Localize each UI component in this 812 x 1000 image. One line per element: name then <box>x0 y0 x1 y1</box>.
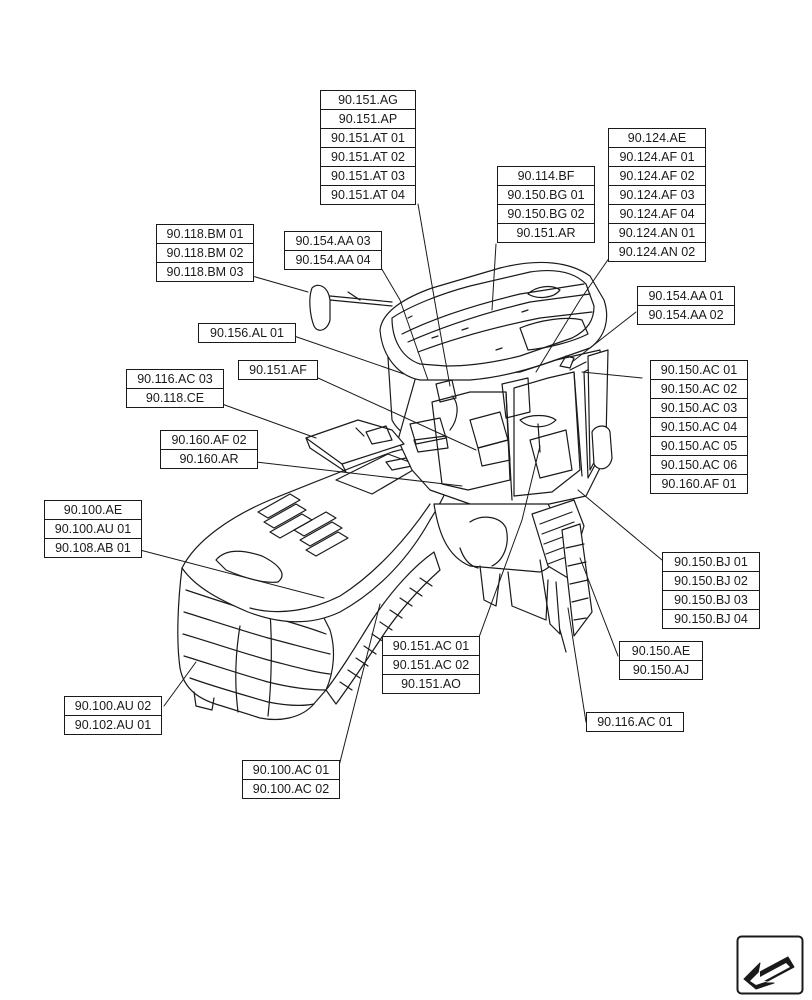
part-ref[interactable]: 90.114.BF <box>498 167 594 186</box>
part-ref[interactable]: 90.124.AN 02 <box>618 245 696 259</box>
part-ref[interactable]: 90.154.AA 03 <box>285 232 381 251</box>
part-ref[interactable]: 90.118.BM 02 <box>157 244 253 263</box>
part-ref[interactable]: 90.150.AC 04 <box>651 418 747 437</box>
part-ref[interactable]: 90.160.AR <box>179 452 239 466</box>
side-grille-ladder <box>531 499 593 653</box>
callout-side-grille: 90.150.BJ 01 90.150.BJ 02 90.150.BJ 03 9… <box>662 552 760 629</box>
part-ref[interactable]: 90.150.AC 01 <box>651 361 747 380</box>
right-door-mirror <box>559 349 613 471</box>
part-ref[interactable]: 90.150.BJ 03 <box>663 591 759 610</box>
left-mirror <box>309 284 393 331</box>
callout-cab-left-post: 90.156.AL 01 <box>198 323 296 343</box>
part-ref[interactable]: 90.116.AC 01 <box>597 715 673 729</box>
part-ref[interactable]: 90.124.AN 01 <box>609 224 705 243</box>
part-ref[interactable]: 90.150.AC 06 <box>651 456 747 475</box>
part-ref[interactable]: 90.150.BJ 04 <box>674 612 748 626</box>
callout-cab-door-left: 90.151.AF <box>238 360 318 380</box>
part-ref[interactable]: 90.124.AF 02 <box>609 167 705 186</box>
callout-grille-front: 90.100.AU 02 90.102.AU 01 <box>64 696 162 735</box>
part-ref[interactable]: 90.150.AC 02 <box>651 380 747 399</box>
callout-steps-right: 90.150.AE 90.150.AJ <box>619 641 703 680</box>
part-ref[interactable]: 90.118.BM 03 <box>166 265 244 279</box>
callout-cab-frame: 90.151.AC 01 90.151.AC 02 90.151.AO <box>382 636 480 694</box>
callout-door-right: 90.150.AC 01 90.150.AC 02 90.150.AC 03 9… <box>650 360 748 494</box>
part-ref[interactable]: 90.100.AU 02 <box>65 697 161 716</box>
part-ref[interactable]: 90.118.CE <box>145 391 205 405</box>
track-housing <box>433 503 562 635</box>
part-ref[interactable]: 90.118.BM 01 <box>157 225 253 244</box>
callout-cab-left-upper: 90.154.AA 03 90.154.AA 04 <box>284 231 382 270</box>
part-ref[interactable]: 90.154.AA 04 <box>295 253 371 267</box>
left-fender-step <box>305 419 405 473</box>
callout-ladder: 90.116.AC 01 <box>586 712 684 732</box>
part-ref[interactable]: 90.150.AE <box>620 642 702 661</box>
part-ref[interactable]: 90.108.AB 01 <box>55 541 131 555</box>
part-ref[interactable]: 90.150.BG 01 <box>498 186 594 205</box>
cab-roof <box>379 261 608 381</box>
part-ref[interactable]: 90.102.AU 01 <box>74 718 152 732</box>
part-ref[interactable]: 90.124.AF 04 <box>609 205 705 224</box>
part-ref[interactable]: 90.151.AP <box>321 110 415 129</box>
page-arrow-icon[interactable] <box>736 935 804 995</box>
part-ref[interactable]: 90.150.AJ <box>632 663 690 677</box>
part-ref[interactable]: 90.156.AL 01 <box>210 326 284 340</box>
part-ref[interactable]: 90.150.BG 02 <box>498 205 594 224</box>
part-ref[interactable]: 90.124.AE <box>609 129 705 148</box>
callout-mirror-left: 90.118.BM 01 90.118.BM 02 90.118.BM 03 <box>156 224 254 282</box>
callout-step-left: 90.116.AC 03 90.118.CE <box>126 369 224 408</box>
callout-roof-right: 90.124.AE 90.124.AF 01 90.124.AF 02 90.1… <box>608 128 706 262</box>
part-ref[interactable]: 90.116.AC 03 <box>127 370 223 389</box>
part-ref[interactable]: 90.124.AF 03 <box>609 186 705 205</box>
part-ref[interactable]: 90.124.AF 01 <box>609 148 705 167</box>
callout-roof-panel: 90.114.BF 90.150.BG 01 90.150.BG 02 90.1… <box>497 166 595 243</box>
part-ref[interactable]: 90.151.AR <box>516 226 576 240</box>
part-ref[interactable]: 90.151.AT 02 <box>321 148 415 167</box>
callout-cab-top-center: 90.151.AG 90.151.AP 90.151.AT 01 90.151.… <box>320 90 416 205</box>
part-ref[interactable]: 90.151.AG <box>321 91 415 110</box>
part-ref[interactable]: 90.100.AU 01 <box>45 520 141 539</box>
part-ref[interactable]: 90.150.BJ 01 <box>663 553 759 572</box>
part-ref[interactable]: 90.160.AF 01 <box>661 477 737 491</box>
part-ref[interactable]: 90.151.AT 01 <box>321 129 415 148</box>
callout-hood-front: 90.100.AE 90.100.AU 01 90.108.AB 01 <box>44 500 142 558</box>
callout-hood-center: 90.160.AF 02 90.160.AR <box>160 430 258 469</box>
part-ref[interactable]: 90.150.BJ 02 <box>663 572 759 591</box>
part-ref[interactable]: 90.151.AT 03 <box>321 167 415 186</box>
part-ref[interactable]: 90.151.AC 02 <box>383 656 479 675</box>
part-ref[interactable]: 90.100.AC 01 <box>243 761 339 780</box>
part-ref[interactable]: 90.151.AT 04 <box>331 188 405 202</box>
part-ref[interactable]: 90.150.AC 03 <box>651 399 747 418</box>
part-ref[interactable]: 90.100.AE <box>45 501 141 520</box>
part-ref[interactable]: 90.100.AC 02 <box>252 782 330 796</box>
part-ref[interactable]: 90.151.AC 01 <box>383 637 479 656</box>
callout-hood-side: 90.100.AC 01 90.100.AC 02 <box>242 760 340 799</box>
part-ref[interactable]: 90.150.AC 05 <box>651 437 747 456</box>
leader-lines <box>139 203 663 771</box>
part-ref[interactable]: 90.151.AO <box>401 677 461 691</box>
part-ref[interactable]: 90.154.AA 02 <box>648 308 724 322</box>
part-ref[interactable]: 90.160.AF 02 <box>161 431 257 450</box>
callout-cab-right-upper: 90.154.AA 01 90.154.AA 02 <box>637 286 735 325</box>
part-ref[interactable]: 90.154.AA 01 <box>638 287 734 306</box>
part-ref[interactable]: 90.151.AF <box>249 363 307 377</box>
